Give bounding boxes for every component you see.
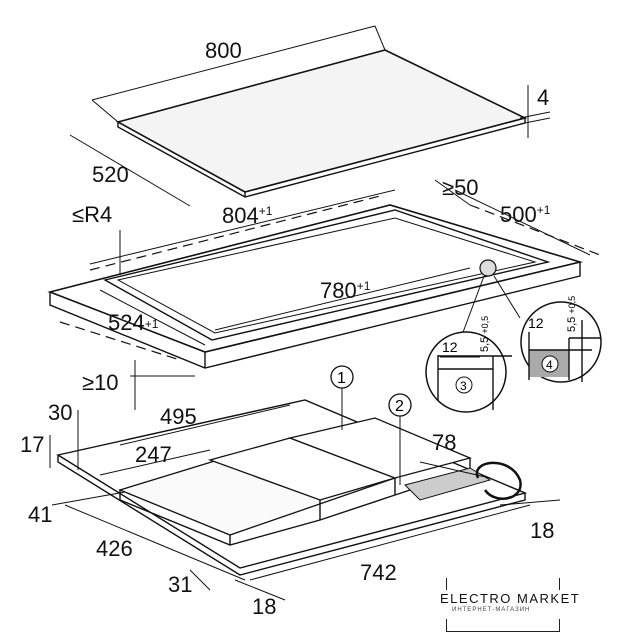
label-41: 41 xyxy=(28,502,52,527)
logo-subtitle: ИНТЕРНЕТ-МАГАЗИН xyxy=(452,607,531,613)
detail-4: 12 5,5 +0,5 4 xyxy=(520,296,602,383)
label-524: 524+1 xyxy=(108,310,159,335)
callout-1: 1 xyxy=(337,370,346,387)
label-18-right: 18 xyxy=(530,518,554,543)
label-247: 247 xyxy=(135,442,172,467)
label-18-left: 18 xyxy=(252,594,276,619)
label-4: 4 xyxy=(537,85,549,110)
label-17: 17 xyxy=(20,432,44,457)
label-radius: ≤R4 xyxy=(72,202,112,227)
label-30: 30 xyxy=(48,400,72,425)
label-742: 742 xyxy=(360,560,397,585)
detail-3-number: 3 xyxy=(460,379,467,393)
label-500: 500+1 xyxy=(500,202,551,227)
label-78: 78 xyxy=(432,430,456,455)
label-780: 780+1 xyxy=(320,278,371,303)
label-426: 426 xyxy=(96,536,133,561)
detail-3-depth: 5,5 +0,5 xyxy=(479,316,491,352)
detail-3: 12 5,5 +0,5 3 xyxy=(425,316,512,413)
detail-marker xyxy=(479,259,497,277)
label-800: 800 xyxy=(205,38,242,63)
label-rear-clearance: ≥50 xyxy=(442,175,479,200)
detail-4-depth: 5,5 +0,5 xyxy=(566,296,578,332)
detail-4-number: 4 xyxy=(546,358,553,372)
logo-bracket-bottom xyxy=(446,619,560,632)
detail-3-width: 12 xyxy=(442,339,458,355)
worktop-cutout xyxy=(47,195,601,369)
electro-market-logo: ELECTRO MARKET ИНТЕРНЕТ-МАГАЗИН xyxy=(440,578,579,632)
dimension-800: 800 xyxy=(91,25,386,123)
label-520: 520 xyxy=(92,162,129,187)
callout-2: 2 xyxy=(395,398,404,415)
label-804: 804+1 xyxy=(222,203,273,228)
detail-4-width: 12 xyxy=(528,315,544,331)
label-31: 31 xyxy=(168,572,192,597)
logo-name: ELECTRO MARKET xyxy=(440,591,581,606)
hob-unit xyxy=(56,399,528,576)
logo-bracket-top xyxy=(446,578,560,590)
dimension-520: 520 xyxy=(69,134,191,207)
label-front-clearance: ≥10 xyxy=(82,370,119,395)
dimension-4: 4 xyxy=(519,85,551,138)
hob-glass-panel xyxy=(115,49,528,198)
label-495: 495 xyxy=(160,404,197,429)
